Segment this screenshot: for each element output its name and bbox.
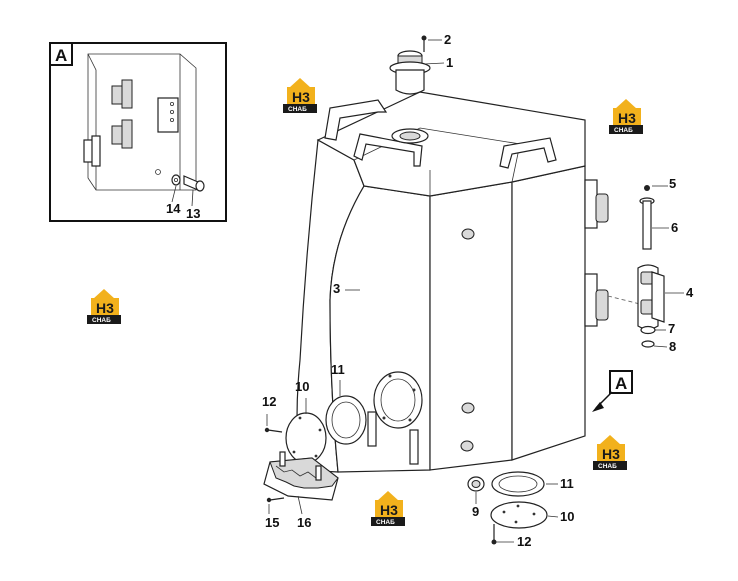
bolt-15 (269, 497, 285, 501)
logo-body (597, 444, 625, 462)
hinge-plate-lower (584, 273, 598, 327)
view-marker-a: A (592, 370, 633, 412)
logo-body (287, 87, 315, 105)
logo-roof-icon (289, 78, 311, 88)
logo-bar (283, 104, 317, 113)
logo-body (375, 500, 403, 518)
callout-c15: 15 (265, 515, 279, 530)
logo-bar (593, 461, 627, 470)
logo-body (91, 298, 119, 316)
lower-left-parts (263, 395, 367, 503)
plug-lower (460, 440, 474, 452)
detail-label: A (55, 46, 67, 65)
inspection-port (373, 371, 423, 429)
nut-8 (641, 340, 655, 348)
logo-sub-text: CHAБ (614, 127, 633, 134)
filler-cap-assembly (389, 35, 431, 95)
callout-c11b: 11 (560, 476, 574, 491)
bottom-parts (467, 471, 548, 545)
cover-10-bottom (490, 501, 548, 529)
logo-roof-icon (377, 491, 399, 501)
hinge-plate-upper (584, 179, 598, 229)
callout-c13: 13 (186, 206, 200, 221)
callout-c7: 7 (668, 321, 675, 336)
callout-c10b: 10 (560, 509, 574, 524)
callout-c4: 4 (686, 285, 694, 300)
callout-c14: 14 (166, 201, 181, 216)
pin-6 (642, 200, 652, 250)
washer-14 (171, 174, 181, 186)
logo-main-text: H3 (618, 110, 636, 126)
callout-c1: 1 (446, 55, 453, 70)
hinge-assembly (637, 185, 665, 348)
callout-c3: 3 (333, 281, 340, 296)
tank-front-face (429, 181, 513, 471)
logo-roof-icon (615, 99, 637, 109)
bracket-upper (367, 411, 377, 447)
logo-bar (609, 125, 643, 134)
logo-sub-text: CHAБ (288, 106, 307, 113)
hydraulic-tank (296, 91, 641, 473)
logo-main-text: H3 (602, 446, 620, 462)
logo-main-text: H3 (292, 89, 310, 105)
logo-roof-icon (599, 435, 621, 445)
callout-c12a: 12 (262, 394, 276, 409)
leader-lines (266, 39, 684, 543)
tank-right-face (511, 165, 586, 461)
logo-main-text: H3 (96, 300, 114, 316)
handle-left (324, 99, 388, 141)
plug-middle (461, 402, 475, 414)
callout-c10a: 10 (295, 379, 309, 394)
bracket-lower (409, 429, 419, 465)
callout-c2: 2 (444, 32, 451, 47)
callout-c9: 9 (472, 504, 479, 519)
cover-10-left (285, 412, 327, 464)
callout-c16: 16 (297, 515, 311, 530)
logo-main-text: H3 (380, 502, 398, 518)
logo-bar (371, 517, 405, 526)
logo-roof-icon (93, 289, 115, 299)
logo-body (613, 108, 641, 126)
logo-sub-text: CHAБ (376, 519, 395, 526)
detail-view-a: A (49, 42, 227, 222)
callout-c8: 8 (669, 339, 676, 354)
callout-c5: 5 (669, 176, 676, 191)
filler-cap-1 (395, 69, 425, 95)
view-marker-label: A (615, 374, 627, 393)
detail-frame (49, 42, 227, 222)
handle-center (353, 133, 423, 167)
detail-plate (157, 97, 179, 133)
logo-sub-text: CHAБ (92, 317, 111, 324)
detail-hole (155, 169, 161, 175)
handle-right (499, 137, 557, 169)
callout-c6: 6 (671, 220, 678, 235)
logo-bar (87, 315, 121, 324)
washer-7 (640, 325, 656, 335)
callout-c12b: 12 (517, 534, 531, 549)
callout-c11a: 11 (331, 362, 345, 377)
logo-sub-text: CHAБ (598, 463, 617, 470)
bolt-12-left (267, 429, 283, 433)
plug-upper (461, 228, 475, 240)
detail-label-box (49, 42, 73, 66)
nut-5 (644, 185, 650, 191)
